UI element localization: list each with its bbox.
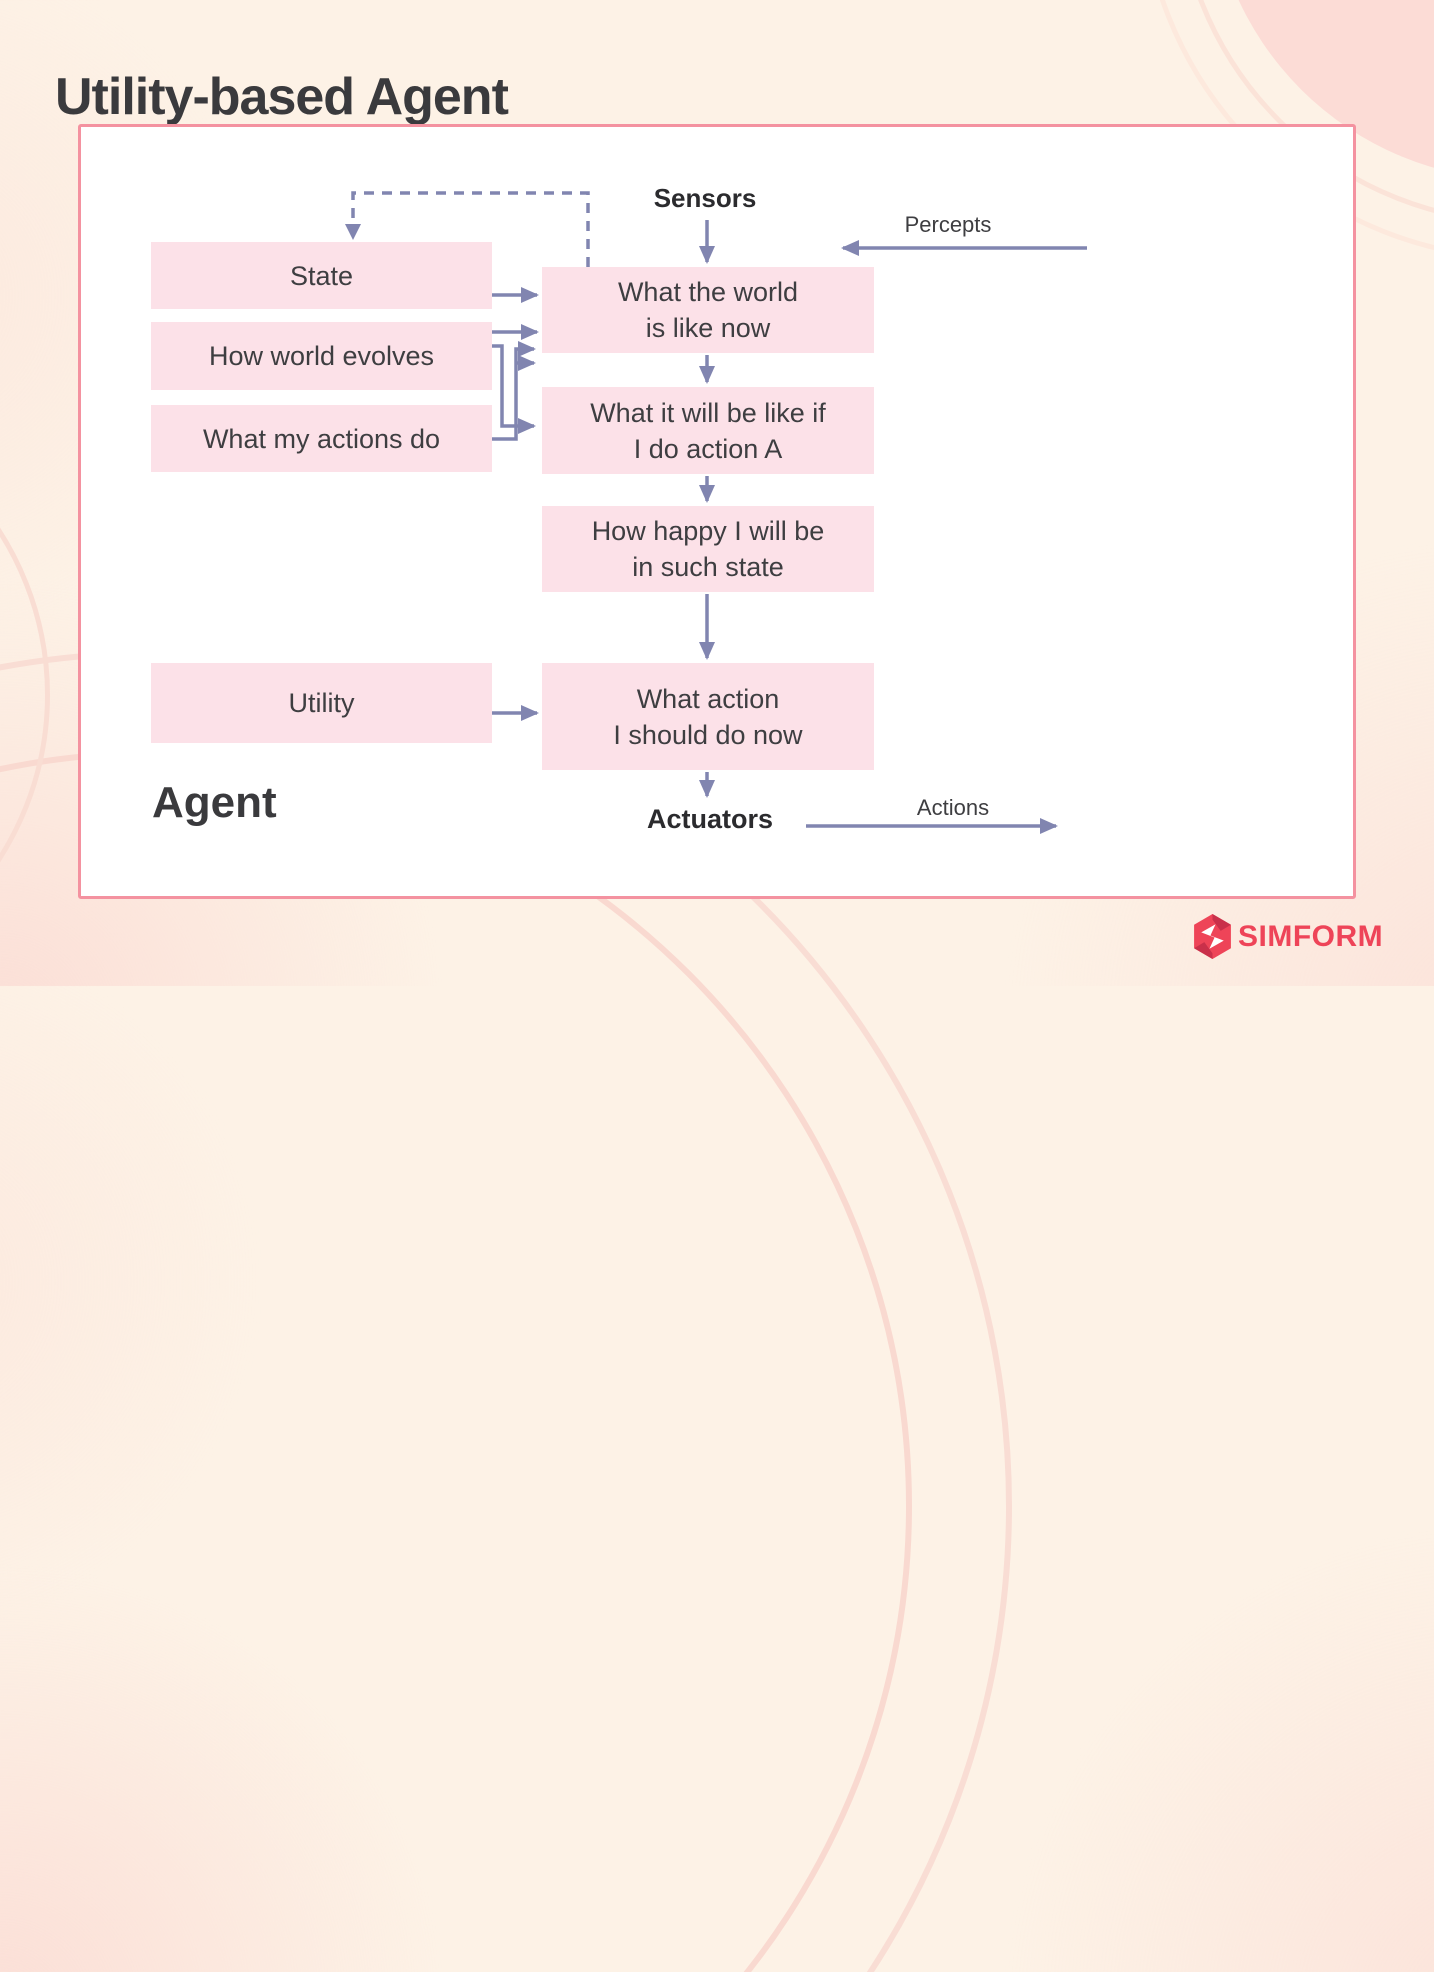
actions-label: Actions bbox=[916, 795, 990, 820]
box-action-outcome: What it will be like if I do action A bbox=[542, 387, 874, 474]
simform-logo-icon bbox=[1194, 914, 1231, 959]
box-state: State bbox=[151, 242, 492, 309]
page-title: Utility-based Agent bbox=[55, 67, 509, 126]
box-world-now-line1: What the world bbox=[617, 277, 799, 307]
box-action-choice-line2: I should do now bbox=[613, 719, 803, 750]
box-utility-label: Utility bbox=[288, 688, 355, 718]
decor-arc bbox=[0, 390, 50, 1000]
box-action-outcome-line2: I do action A bbox=[633, 433, 783, 464]
box-world-now-line2: is like now bbox=[645, 313, 771, 343]
box-action-choice: What action I should do now bbox=[542, 663, 874, 770]
decor-arc bbox=[0, 750, 912, 1972]
box-how-world-evolves: How world evolves bbox=[151, 322, 492, 390]
box-what-my-actions-do: What my actions do bbox=[151, 405, 492, 472]
box-how-world-evolves-label: How world evolves bbox=[208, 341, 435, 371]
box-happiness-line1: How happy I will be bbox=[591, 516, 825, 546]
box-utility: Utility bbox=[151, 663, 492, 743]
box-happiness: How happy I will be in such state bbox=[542, 506, 874, 592]
actuators-label: Actuators bbox=[646, 804, 774, 834]
box-world-now: What the world is like now bbox=[542, 267, 874, 353]
sensors-label: Sensors bbox=[653, 183, 757, 213]
box-action-choice-line1: What action bbox=[636, 683, 780, 714]
percepts-label: Percepts bbox=[904, 212, 992, 237]
box-happiness-line2: in such state bbox=[632, 552, 784, 582]
simform-logo: SIMFORM bbox=[1194, 914, 1383, 959]
box-action-outcome-line1: What it will be like if bbox=[590, 397, 826, 428]
simform-logo-text: SIMFORM bbox=[1238, 919, 1384, 953]
agent-label: Agent bbox=[152, 778, 277, 827]
box-what-my-actions-do-label: What my actions do bbox=[202, 423, 441, 454]
box-state-label: State bbox=[289, 260, 354, 291]
